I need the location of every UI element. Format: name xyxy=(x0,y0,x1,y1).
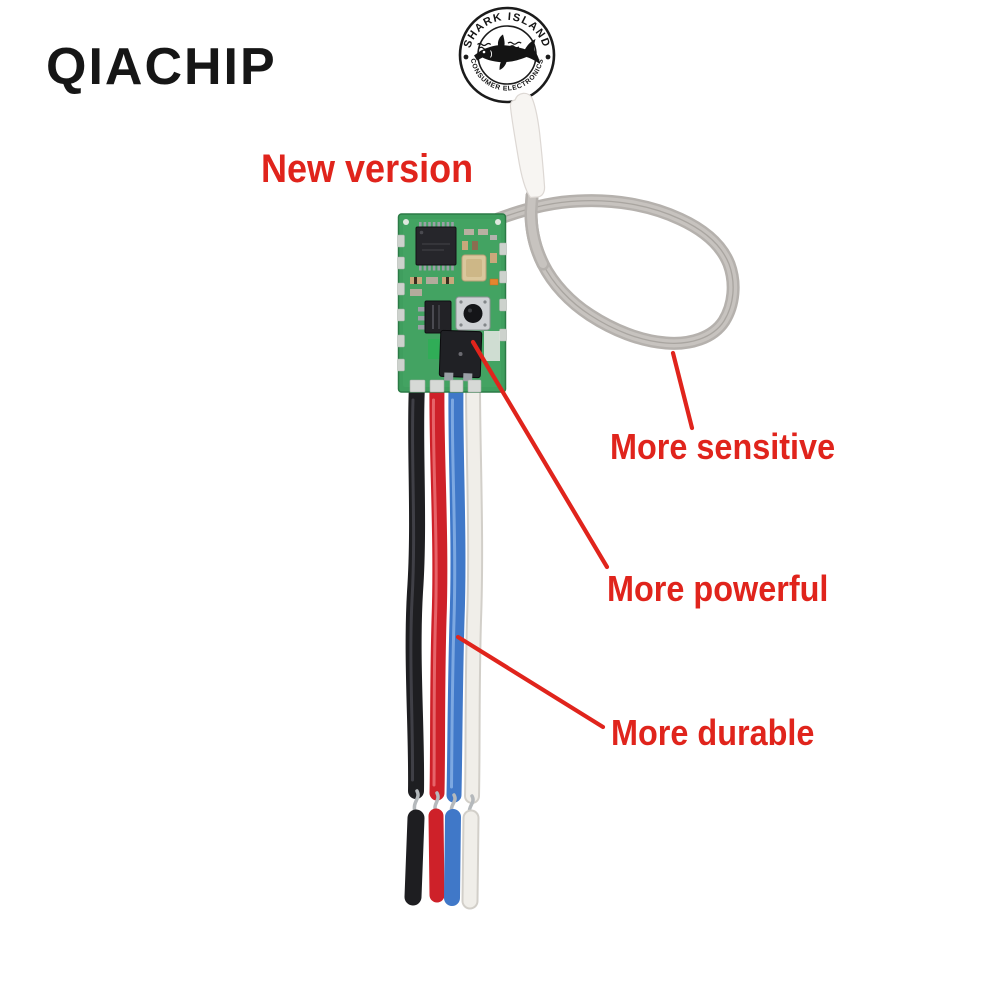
wave-lines-icon xyxy=(477,41,522,50)
brand-logo: QIACHIP xyxy=(46,38,277,96)
push-button xyxy=(455,296,491,331)
wire-red-sleeve xyxy=(428,808,445,903)
new-version-label: New version xyxy=(261,147,474,191)
voltage-regulator xyxy=(418,300,452,334)
badge-left-dot xyxy=(463,54,469,60)
antenna-tip-cap xyxy=(509,92,546,199)
callout-line-more-sensitive xyxy=(670,350,695,431)
callout-line-more-powerful xyxy=(470,339,610,570)
wire-white-sleeve xyxy=(463,811,478,908)
callout-line-more-durable xyxy=(455,634,606,730)
power-mosfet xyxy=(438,329,483,382)
shark-icon xyxy=(474,34,540,70)
callout-more-sensitive: More sensitive xyxy=(610,426,836,467)
antenna-cable xyxy=(491,92,740,350)
wire-blue xyxy=(446,378,466,803)
output-wires xyxy=(405,378,484,804)
wire-red xyxy=(429,378,448,801)
wire-end-sleeves xyxy=(404,808,480,910)
callout-more-durable: More durable xyxy=(611,712,815,753)
wire-black-sleeve xyxy=(404,809,425,906)
shark-island-badge: SHARK ISLAND CONSUMER ELECTRONICS xyxy=(458,6,556,104)
bottom-solder-pads xyxy=(409,379,482,393)
wire-black xyxy=(405,378,426,799)
led-indicator xyxy=(489,278,499,286)
edge-pads xyxy=(397,234,507,372)
receiver-board xyxy=(397,213,507,393)
badge-right-dot xyxy=(545,54,551,60)
callout-lines xyxy=(455,339,695,730)
smd-components xyxy=(410,229,500,361)
receiver-ic-chip xyxy=(415,222,457,271)
wire-blue-sleeve xyxy=(444,809,461,906)
wire-white xyxy=(466,380,482,802)
callout-more-powerful: More powerful xyxy=(607,568,829,609)
crystal-oscillator xyxy=(461,254,487,282)
